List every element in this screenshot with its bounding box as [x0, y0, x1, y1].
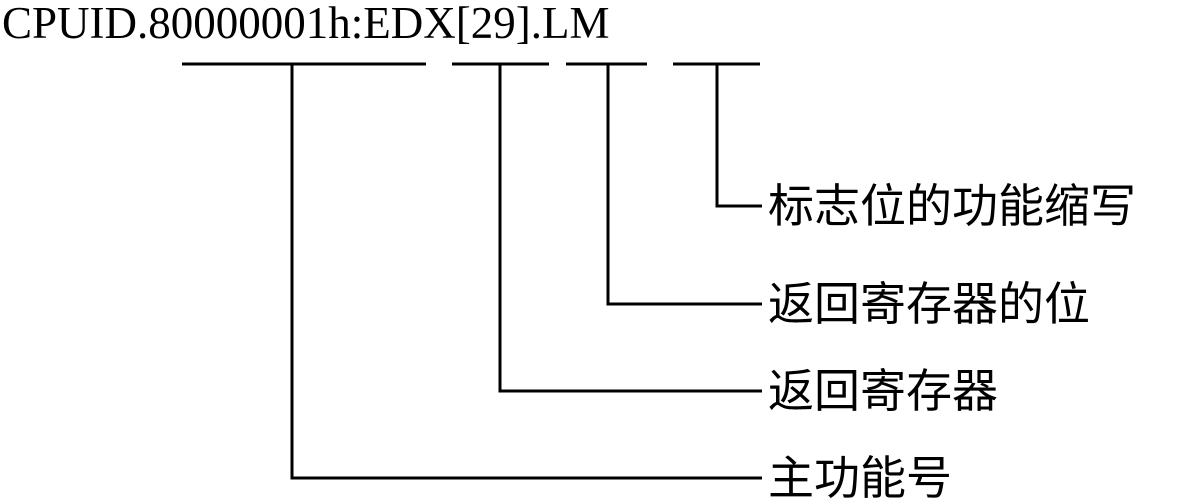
notation-dot: . [531, 0, 542, 48]
notation-flag: LM [542, 0, 610, 48]
leader-register-bit [606, 64, 762, 306]
label-register: 返回寄存器 [768, 364, 998, 418]
label-register-bit: 返回寄存器的位 [768, 277, 1090, 331]
notation-bit: [29] [456, 0, 531, 48]
leader-flag-abbrev [715, 64, 762, 208]
leader-main-function [290, 64, 762, 480]
notation-colon: : [351, 0, 364, 48]
notation-main-function: 80000001h [148, 0, 351, 48]
cpuid-notation: CPUID.80000001h:EDX[29].LM [2, 0, 610, 48]
notation-prefix: CPUID. [2, 0, 148, 48]
label-main-function: 主功能号 [768, 451, 952, 504]
leader-register [498, 64, 762, 393]
label-flag-abbrev: 标志位的功能缩写 [768, 179, 1136, 233]
notation-register: EDX [363, 0, 455, 48]
